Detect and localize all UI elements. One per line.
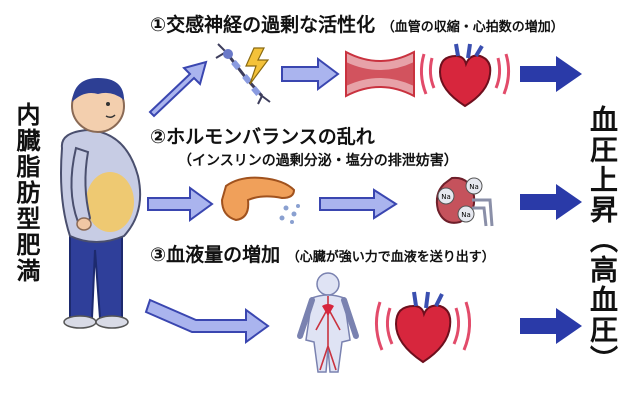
path-1-note: （血管の収縮・心拍数の増加）: [381, 20, 564, 35]
circulatory-body-icon: [297, 272, 359, 373]
path-1-title: ①交感神経の過剰な活性化: [150, 14, 376, 36]
path-3-note: （心臓が強い力で血液を送り出す）: [286, 250, 495, 265]
kidney-icon: Na Na Na: [435, 176, 494, 227]
nerve-cell-icon: [215, 43, 271, 105]
right-label-hypertension: 血圧上昇（高血圧）: [586, 105, 619, 375]
path-2-arrows: [147, 184, 582, 222]
obese-person-icon: [60, 78, 142, 329]
path-1-heading: ①交感神経の過剰な活性化 （血管の収縮・心拍数の増加）: [150, 10, 564, 37]
arrow-right: [281, 57, 340, 91]
path-3-arrows: [144, 298, 582, 344]
arrow-diagonal-up: [148, 60, 208, 118]
path-1-arrows: [148, 56, 582, 118]
arrow-right: [319, 188, 398, 220]
path-2-title: ②ホルモンバランスの乱れ: [150, 126, 375, 148]
left-label-visceral-obesity: 内臓脂肪型肥満: [12, 102, 40, 284]
arrow-right: [147, 186, 214, 222]
sodium-label: Na: [469, 183, 479, 191]
lightning-icon: [245, 47, 270, 85]
sodium-label: Na: [461, 211, 471, 219]
beating-heart-icon: [419, 43, 511, 108]
final-arrow-3: [520, 308, 582, 344]
path-2-note: （インスリンの過剰分泌・塩分の排泄妨害）: [178, 153, 458, 169]
path-3-heading: ③血液量の増加 （心臓が強い力で血液を送り出す）: [150, 240, 495, 267]
final-arrow-1: [520, 56, 582, 92]
beating-heart-icon-2: [375, 291, 471, 364]
constricted-vessel-icon: [345, 50, 415, 98]
arrow-bent-right: [144, 298, 270, 344]
final-arrow-2: [520, 184, 582, 220]
sodium-label: Na: [441, 193, 451, 201]
path-3-title: ③血液量の増加: [150, 244, 281, 266]
pancreas-icon: [220, 176, 300, 224]
